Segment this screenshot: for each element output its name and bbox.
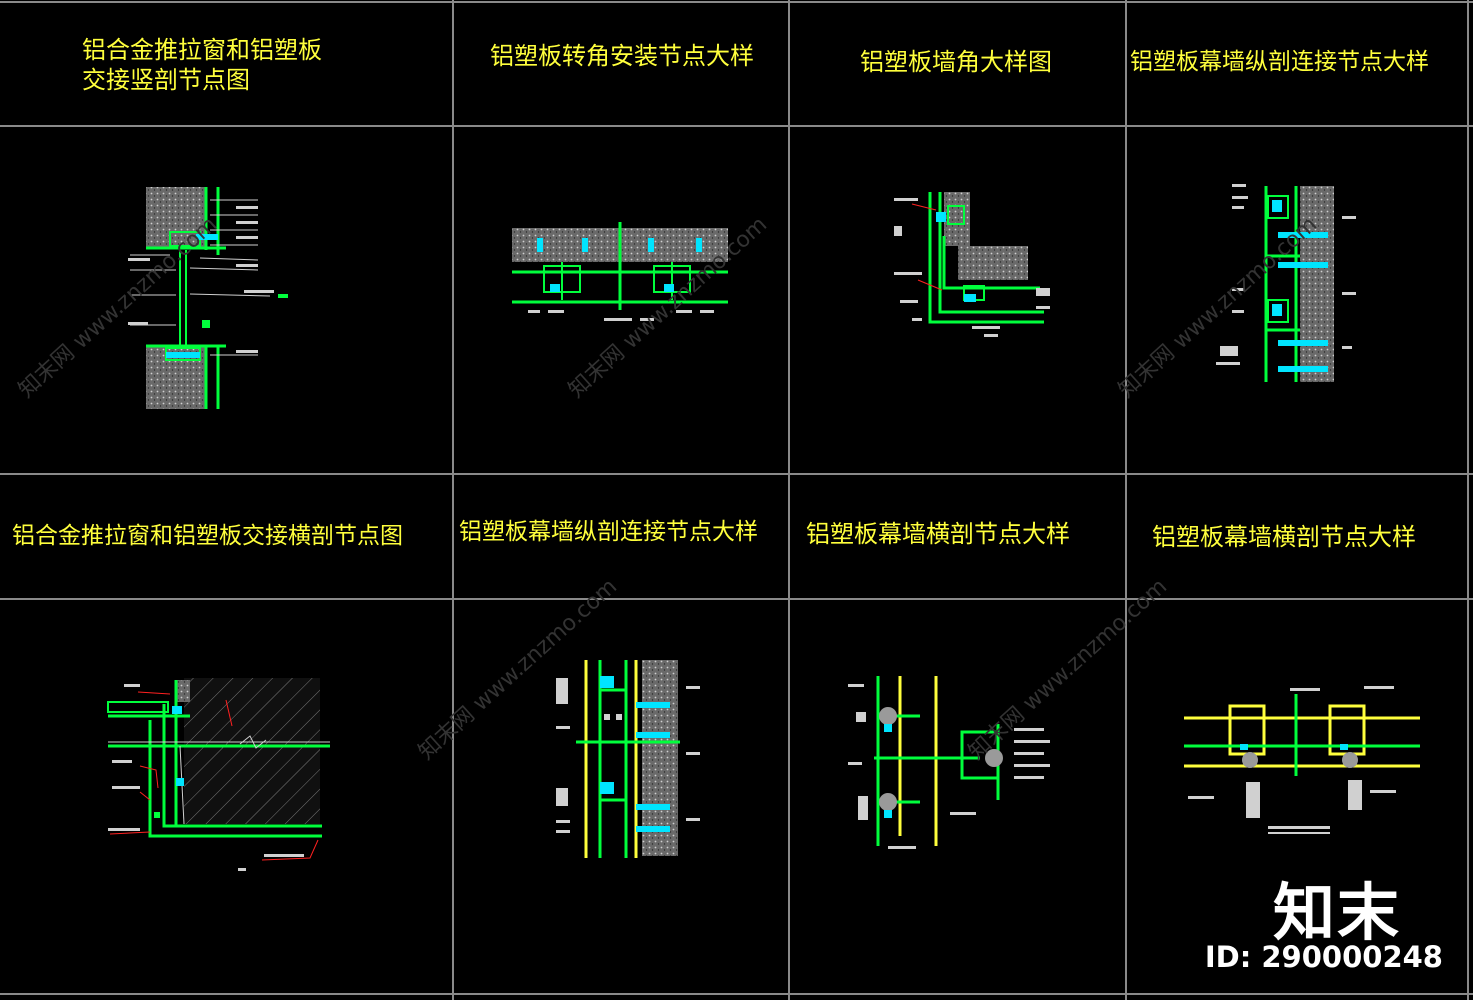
detail-r1c2-corner-install bbox=[512, 222, 728, 321]
title-r1c4: 铝塑板幕墙纵剖连接节点大样 bbox=[1130, 49, 1429, 75]
brand-logo: 知末 bbox=[1272, 876, 1401, 949]
title-r1c3: 铝塑板墙角大样图 bbox=[860, 48, 1052, 76]
detail-r1c1-vertical-section bbox=[128, 187, 288, 409]
image-id-label: ID: 290000248 bbox=[1204, 940, 1443, 974]
title-r2c2: 铝塑板幕墙纵剖连接节点大样 bbox=[459, 519, 758, 545]
detail-r2c3-curtain-wall-horizontal bbox=[848, 676, 1050, 849]
title-r2c4: 铝塑板幕墙横剖节点大样 bbox=[1152, 523, 1416, 551]
title-r1c1-line1: 铝合金推拉窗和铝塑板 bbox=[82, 36, 322, 64]
title-r2c1: 铝合金推拉窗和铝塑板交接横剖节点图 bbox=[12, 523, 403, 549]
detail-r2c1-horizontal-section bbox=[107, 678, 330, 871]
detail-r1c3-wall-corner bbox=[894, 192, 1050, 337]
detail-r1c4-curtain-wall-vertical bbox=[1216, 184, 1356, 382]
title-r1c1-line2: 交接竖剖节点图 bbox=[82, 66, 250, 94]
title-r1c2: 铝塑板转角安装节点大样 bbox=[490, 42, 754, 70]
title-r2c3: 铝塑板幕墙横剖节点大样 bbox=[806, 520, 1070, 548]
detail-r2c2-curtain-wall-vertical bbox=[556, 660, 700, 858]
detail-r2c4-curtain-wall-horizontal bbox=[1184, 686, 1420, 834]
